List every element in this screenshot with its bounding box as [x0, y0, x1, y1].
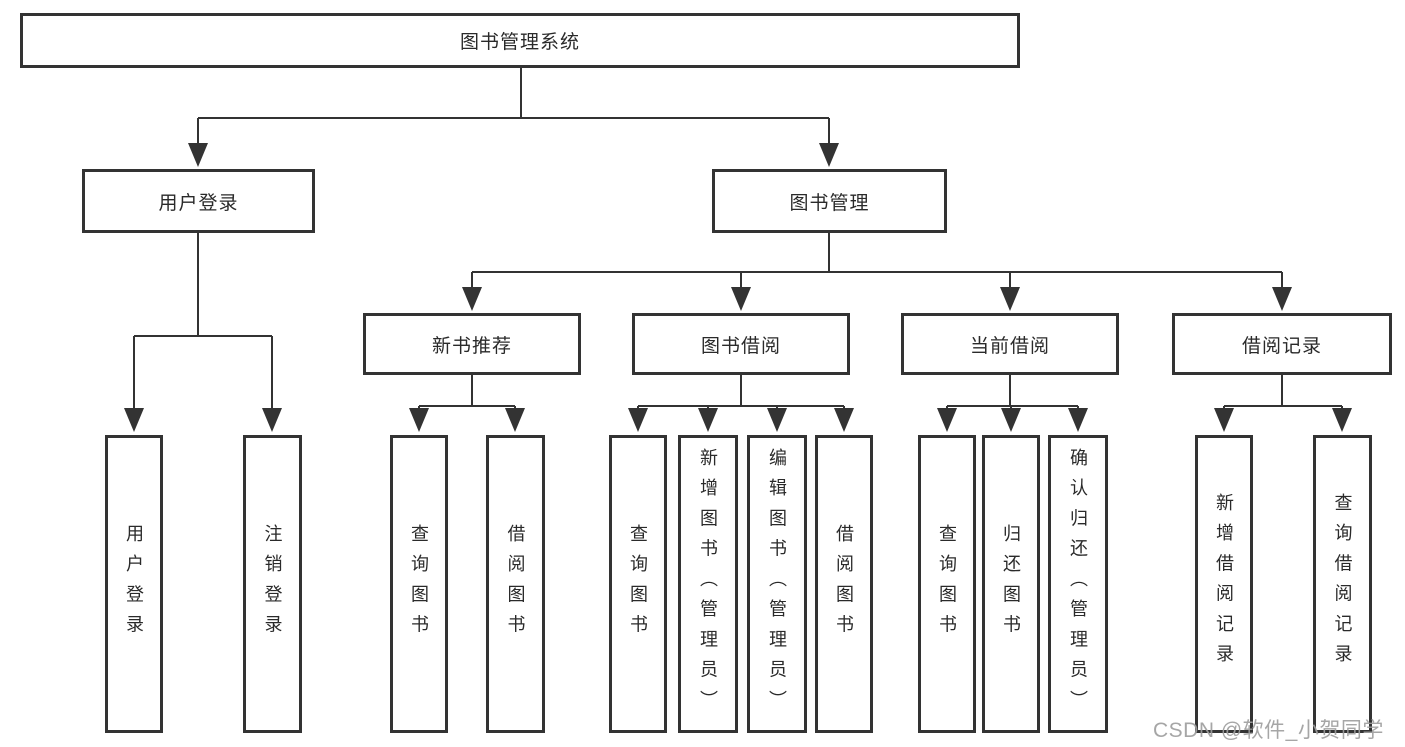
leaf-query-borrow-record: 查询借阅记录 [1313, 435, 1372, 733]
node-current-borrow: 当前借阅 [901, 313, 1119, 375]
node-root-system: 图书管理系统 [20, 13, 1020, 68]
leaf-add-books-admin: 新增图书（管理员） [678, 435, 738, 733]
leaf-edit-books-admin-label: 编辑图书（管理员） [767, 447, 787, 721]
node-book-management-label: 图书管理 [789, 192, 870, 214]
watermark: CSDN @软件_小贺同学 [1153, 719, 1384, 742]
leaf-add-borrow-record: 新增借阅记录 [1195, 435, 1253, 733]
node-book-borrow-label: 图书借阅 [700, 335, 781, 357]
node-root-label: 图书管理系统 [459, 32, 580, 53]
leaf-recommend-query-books: 查询图书 [390, 435, 448, 733]
node-user-login-label: 用户登录 [158, 192, 239, 214]
leaf-confirm-return-admin: 确认归还（管理员） [1048, 435, 1108, 733]
leaf-logout: 注销登录 [243, 435, 302, 733]
node-user-login: 用户登录 [82, 169, 315, 233]
node-book-management: 图书管理 [712, 169, 947, 233]
leaf-current-query-books-label: 查询图书 [937, 523, 957, 645]
leaf-add-books-admin-label: 新增图书（管理员） [698, 447, 718, 721]
leaf-borrow-books-label: 借阅图书 [834, 523, 854, 645]
leaf-user-login-label: 用户登录 [124, 523, 144, 645]
node-new-book-recommend: 新书推荐 [363, 313, 581, 375]
leaf-edit-books-admin: 编辑图书（管理员） [747, 435, 807, 733]
leaf-recommend-borrow-books-label: 借阅图书 [505, 523, 526, 645]
node-new-book-recommend-label: 新书推荐 [431, 335, 512, 357]
node-book-borrow: 图书借阅 [632, 313, 850, 375]
leaf-current-query-books: 查询图书 [918, 435, 976, 733]
leaf-recommend-borrow-books: 借阅图书 [486, 435, 545, 733]
node-current-borrow-label: 当前借阅 [969, 335, 1050, 357]
leaf-confirm-return-admin-label: 确认归还（管理员） [1068, 447, 1088, 721]
leaf-query-borrow-record-label: 查询借阅记录 [1332, 493, 1353, 675]
leaf-borrow-books: 借阅图书 [815, 435, 873, 733]
leaf-return-books-label: 归还图书 [1001, 523, 1021, 645]
leaf-return-books: 归还图书 [982, 435, 1040, 733]
leaf-user-login: 用户登录 [105, 435, 163, 733]
node-borrow-records-label: 借阅记录 [1241, 335, 1322, 357]
leaf-logout-label: 注销登录 [262, 523, 283, 645]
leaf-borrow-query-books: 查询图书 [609, 435, 667, 733]
node-borrow-records: 借阅记录 [1172, 313, 1392, 375]
leaf-borrow-query-books-label: 查询图书 [628, 523, 648, 645]
leaf-add-borrow-record-label: 新增借阅记录 [1214, 493, 1234, 675]
leaf-recommend-query-books-label: 查询图书 [409, 523, 429, 645]
